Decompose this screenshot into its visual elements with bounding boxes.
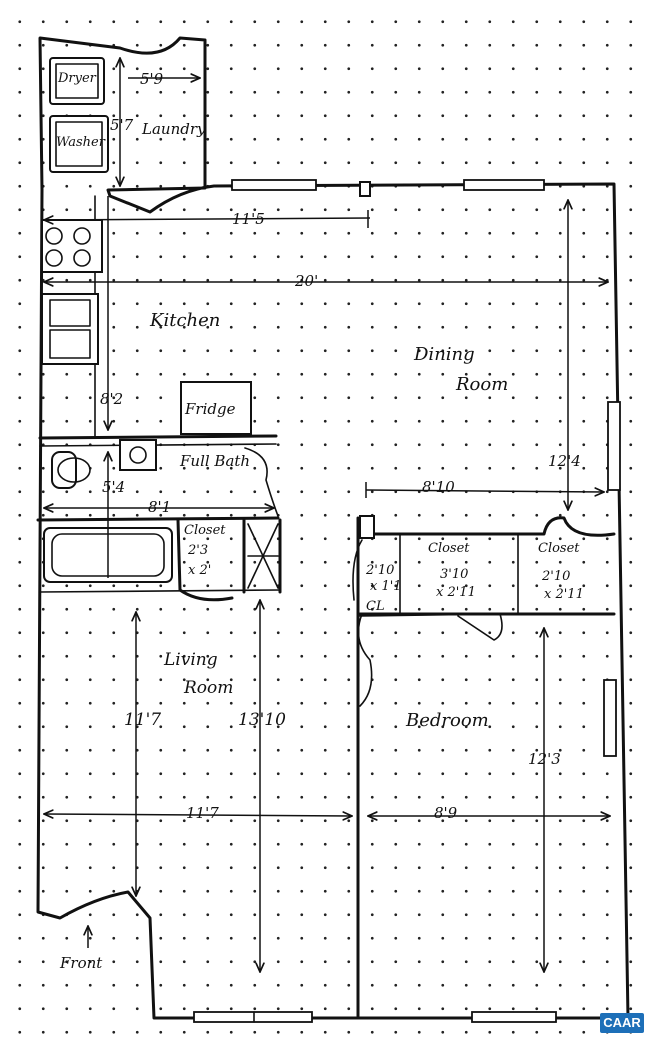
dimension-lines (44, 58, 610, 972)
dryer-unit (49, 57, 105, 105)
laundry-width-dim: 5'9 (140, 70, 164, 88)
middle-closet-dim-1: 3'10 (440, 567, 469, 582)
windows (193, 179, 621, 1023)
bath-depth-dim: 5'4 (102, 478, 126, 496)
living-width-dim: 11'7 (186, 804, 219, 822)
laundry-area (49, 57, 109, 173)
dining-depth-dim: 12'4 (548, 452, 581, 470)
full-bath-label: Full Bath (180, 452, 251, 470)
fridge-label: Fridge (185, 400, 236, 418)
fridge-unit (180, 381, 252, 435)
hall-closet-dim-1: 2'3 (188, 543, 209, 558)
exterior-walls (36, 36, 630, 1020)
living-room-label-1: Living (164, 650, 218, 670)
hall-closet-dim-2: x 2' (188, 563, 212, 578)
kitchen-sink (41, 293, 99, 365)
dining-room-label-2: Room (456, 374, 509, 395)
washer-unit (49, 115, 109, 173)
laundry-label: Laundry (142, 120, 206, 138)
dining-width-dim: 8'10 (422, 478, 455, 496)
dryer-label: Dryer (58, 71, 96, 86)
dining-room-label-1: Dining (414, 344, 475, 365)
small-closet-dim-1: 2'10 (366, 563, 395, 578)
bedroom-depth-dim: 12'3 (528, 750, 561, 768)
interior-walls (36, 434, 616, 1018)
right-closet-label: Closet (538, 541, 580, 556)
kitchen-label: Kitchen (150, 310, 221, 331)
kitchen-fixtures (41, 195, 252, 437)
stove (41, 219, 103, 273)
kitchen-depth-dim: 8'2 (100, 390, 124, 408)
right-closet-dim-1: 2'10 (542, 569, 571, 584)
bedroom-width-dim: 8'9 (434, 804, 458, 822)
kitchen-width-dim: 11'5 (232, 210, 265, 228)
bedroom-label: Bedroom (406, 710, 489, 731)
laundry-depth-dim: 5'7 (110, 116, 134, 134)
living-room-label-2: Room (184, 678, 234, 698)
middle-closet-dim-2: x 2'11 (436, 585, 476, 600)
living-depth-right-dim: 13'10 (238, 710, 286, 730)
hall-closet-label: Closet (184, 523, 226, 538)
bath-sink (119, 439, 157, 471)
front-entrance-label: Front (60, 954, 103, 972)
middle-closet-label: Closet (428, 541, 470, 556)
small-closet-dim-2: x 1'1 (370, 579, 402, 594)
caar-logo-badge: CAAR (600, 1013, 644, 1033)
toilet (51, 451, 77, 489)
washer-label: Washer (56, 135, 105, 150)
bath-width-dim: 8'1 (148, 498, 172, 516)
living-depth-left-dim: 11'7 (124, 710, 162, 730)
overall-width-dim: 20' (295, 272, 319, 290)
small-closet-code: CL (366, 599, 385, 614)
right-closet-dim-2: x 2'11 (544, 587, 584, 602)
